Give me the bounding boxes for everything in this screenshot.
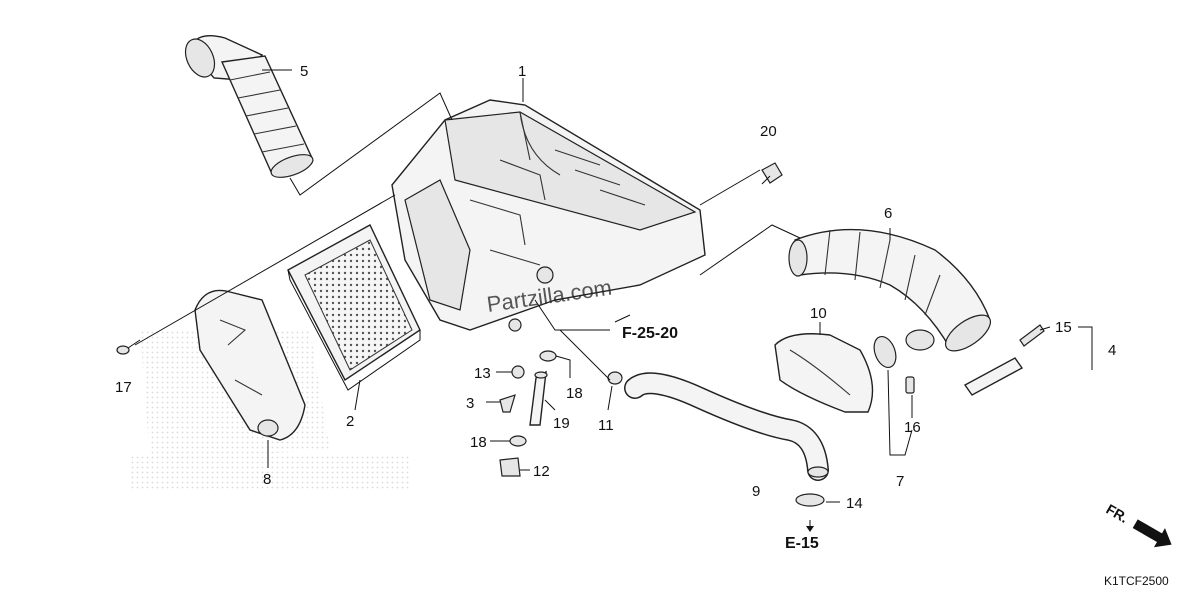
callout-18-upper: 18 <box>566 385 583 402</box>
part-5-intake-snorkel <box>184 35 314 178</box>
front-arrow-icon <box>1132 519 1172 548</box>
part-20-bolt <box>761 162 783 185</box>
callout-2: 2 <box>346 413 354 430</box>
reference-arrow-e-15 <box>806 526 814 532</box>
part-18-clip-upper <box>539 350 557 362</box>
part-9-drain-hose <box>624 372 829 481</box>
part-12-plug <box>499 457 521 477</box>
callout-11: 11 <box>598 417 614 434</box>
part-6-intake-duct <box>788 228 991 352</box>
callout-10: 10 <box>810 305 827 322</box>
front-indicator: FR. <box>1104 501 1172 548</box>
reference-e-15: E-15 <box>785 535 819 552</box>
callout-19: 19 <box>553 415 570 432</box>
front-indicator-label: FR. <box>1104 501 1132 526</box>
part-19-drain-tube <box>529 370 548 426</box>
callout-6: 6 <box>884 205 892 222</box>
leader-lines <box>134 69 1093 530</box>
callout-16: 16 <box>904 419 921 436</box>
reference-f-25-20: F-25-20 <box>622 325 678 342</box>
callout-1: 1 <box>518 63 526 80</box>
part-1-air-cleaner-housing <box>391 99 706 332</box>
part-17-screw <box>116 339 141 355</box>
callout-5: 5 <box>300 63 308 80</box>
part-13-clip <box>511 365 525 379</box>
callout-7: 7 <box>896 473 904 490</box>
part-8-air-cleaner-cover <box>194 289 306 441</box>
callout-12: 12 <box>533 463 550 480</box>
part-18-clip-lower <box>509 435 527 447</box>
callout-17: 17 <box>115 379 132 396</box>
part-14-clip <box>795 493 825 507</box>
callout-3: 3 <box>466 395 474 412</box>
part-2-air-filter-element <box>287 224 421 391</box>
callout-15: 15 <box>1055 319 1072 336</box>
callout-4: 4 <box>1108 342 1116 359</box>
diagram-code: K1TCF2500 <box>1104 574 1169 588</box>
part-7-clamp-band <box>873 335 897 369</box>
callout-13: 13 <box>474 365 491 382</box>
callout-8: 8 <box>263 471 271 488</box>
callout-20: 20 <box>760 123 777 140</box>
part-16-screw <box>905 376 915 394</box>
part-10-resonator <box>774 333 874 413</box>
part-3-plug <box>499 394 516 413</box>
callout-14: 14 <box>846 495 863 512</box>
callout-9: 9 <box>752 483 760 500</box>
part-4-strap <box>963 357 1024 396</box>
part-15-bolt <box>1019 324 1045 347</box>
part-11-clip <box>607 371 623 385</box>
callout-18-lower: 18 <box>470 434 487 451</box>
